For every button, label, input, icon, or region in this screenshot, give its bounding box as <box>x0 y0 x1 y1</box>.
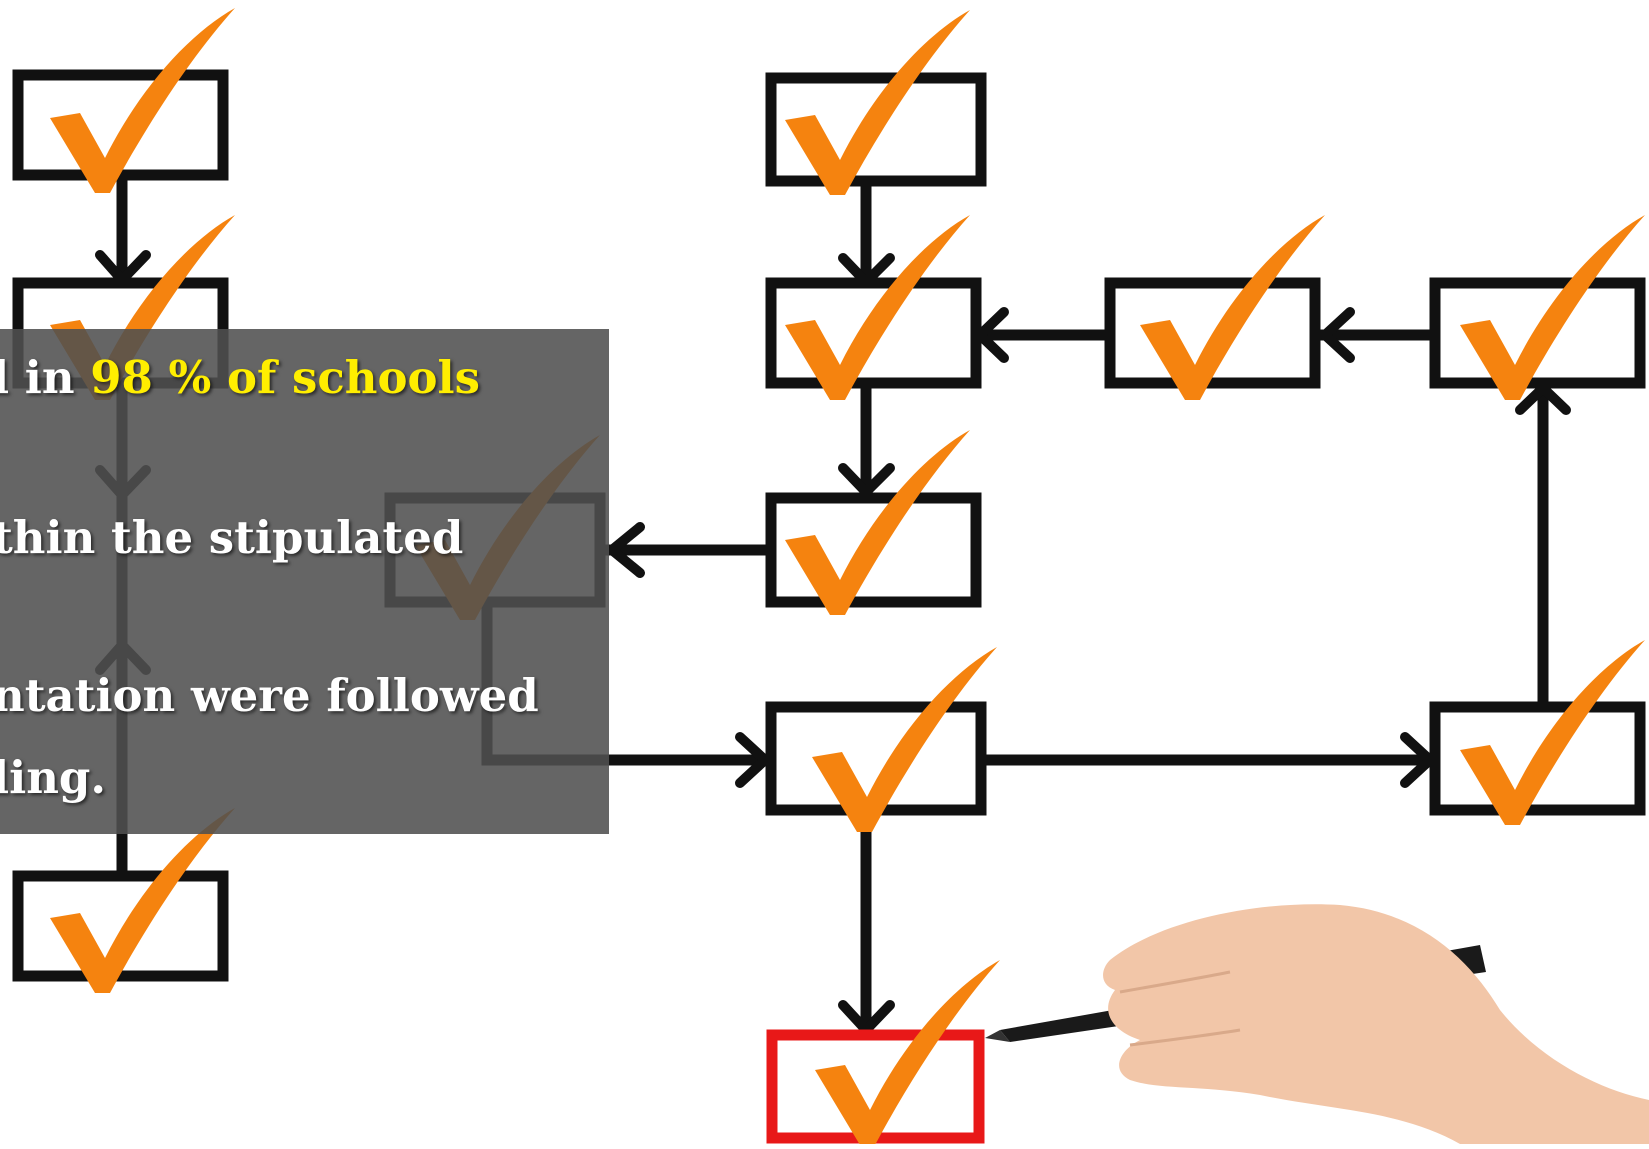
overlay-line-2: thin the stipulated <box>0 511 464 564</box>
highlight-text: 98 % of schools <box>90 351 480 404</box>
text-overlay-panel: l in 98 % of schools thin the stipulated… <box>0 329 609 834</box>
overlay-line-4: ling. <box>0 751 107 804</box>
overlay-line-3: ntation were followed <box>0 669 539 722</box>
overlay-line-1: l in 98 % of schools <box>0 351 480 404</box>
hand-with-pen <box>985 904 1649 1144</box>
